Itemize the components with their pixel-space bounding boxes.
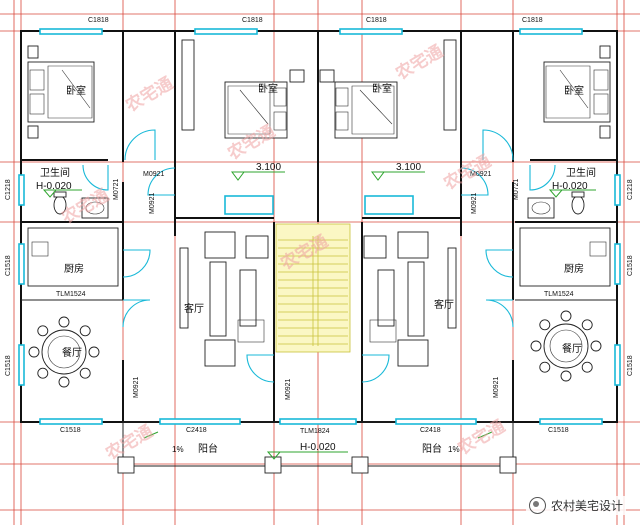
code-window-right-1: C1218 bbox=[627, 179, 634, 200]
code-door-living-right: M0921 bbox=[493, 376, 500, 398]
dining-chair bbox=[539, 361, 551, 373]
code-window-top-1: C1818 bbox=[88, 17, 109, 24]
component-codes: C1818 C1818 C1818 C1818 C1218 C1218 C151… bbox=[5, 17, 634, 435]
code-window-right-2: C1518 bbox=[627, 255, 634, 276]
doors bbox=[82, 129, 556, 383]
elevation-bath-right: H-0.020 bbox=[552, 181, 588, 192]
room-label-kitchen-2: 厨房 bbox=[564, 262, 584, 275]
elevation-labels: 3.100 3.100 H-0.020 H-0.020 H-0.020 1% 1… bbox=[36, 162, 588, 454]
code-door-bed-left: M0921 bbox=[143, 171, 165, 178]
brand-badge: 农村美宅设计 bbox=[525, 496, 626, 515]
code-sliding-door-center: TLM1824 bbox=[300, 428, 330, 435]
room-label-bedroom-1: 卧室 bbox=[66, 84, 86, 97]
code-sliding-door-right: TLM1524 bbox=[544, 291, 574, 298]
slope-label-right: 1% bbox=[448, 445, 460, 454]
dining-chair bbox=[539, 319, 551, 331]
wechat-logo-icon bbox=[528, 497, 546, 514]
elevation-floor-right: 3.100 bbox=[396, 162, 421, 173]
bed-right bbox=[543, 45, 611, 139]
dining-table-right bbox=[530, 310, 602, 382]
bed-left bbox=[27, 45, 95, 139]
room-label-bedroom-4: 卧室 bbox=[564, 84, 584, 97]
watermark-6: 农宅通 bbox=[439, 151, 495, 195]
dining-chair bbox=[590, 340, 602, 352]
room-label-balcony-2: 阳台 bbox=[422, 442, 442, 455]
watermark-1: 农宅通 bbox=[121, 73, 177, 117]
room-label-dining-2: 餐厅 bbox=[562, 342, 582, 355]
code-window-top-4: C1818 bbox=[522, 17, 543, 24]
room-label-living-1: 客厅 bbox=[184, 302, 204, 315]
code-door-vert-1: M0921 bbox=[149, 192, 156, 214]
dining-chair bbox=[560, 310, 572, 322]
dining-chair bbox=[37, 367, 49, 379]
code-door-bath-left: M0721 bbox=[113, 178, 120, 200]
code-window-balcony-2: C2418 bbox=[420, 427, 441, 434]
dining-chair bbox=[560, 370, 572, 382]
furniture bbox=[27, 39, 611, 474]
slope-label-left: 1% bbox=[172, 445, 184, 454]
code-door-stair: M0921 bbox=[285, 378, 292, 400]
code-window-balcony-1: C2418 bbox=[186, 427, 207, 434]
windows bbox=[18, 28, 621, 425]
staircase bbox=[275, 223, 351, 353]
dining-chair bbox=[88, 346, 100, 358]
dining-chair bbox=[58, 376, 70, 388]
dining-chair bbox=[28, 346, 40, 358]
room-label-bathroom-2: 卫生间 bbox=[566, 166, 596, 179]
code-sliding-door-left: TLM1524 bbox=[56, 291, 86, 298]
room-labels: 卧室 卧室 卧室 卧室 卫生间 卫生间 厨房 厨房 客厅 客厅 餐厅 餐厅 阳台… bbox=[40, 82, 596, 455]
code-window-bottom-2: C1518 bbox=[548, 427, 569, 434]
elevation-marks bbox=[42, 171, 596, 460]
code-door-bath-right: M0721 bbox=[513, 178, 520, 200]
elevation-balcony: H-0.020 bbox=[300, 442, 336, 453]
code-window-top-2: C1818 bbox=[242, 17, 263, 24]
dining-chair bbox=[58, 316, 70, 328]
room-label-bedroom-3: 卧室 bbox=[372, 82, 392, 95]
code-window-left-3: C1518 bbox=[5, 355, 12, 376]
code-window-left-2: C1518 bbox=[5, 255, 12, 276]
code-window-top-3: C1818 bbox=[366, 17, 387, 24]
dining-chair bbox=[581, 319, 593, 331]
sofa-set-left bbox=[204, 231, 269, 367]
room-label-dining-1: 餐厅 bbox=[62, 346, 82, 359]
dining-chair bbox=[79, 367, 91, 379]
sofa-set-right bbox=[363, 231, 429, 367]
bed-center-right bbox=[319, 69, 398, 139]
code-door-vert-2: M0921 bbox=[471, 192, 478, 214]
room-label-bedroom-2: 卧室 bbox=[258, 82, 278, 95]
code-window-bottom-1: C1518 bbox=[60, 427, 81, 434]
code-window-right-3: C1518 bbox=[627, 355, 634, 376]
elevation-floor-left: 3.100 bbox=[256, 162, 281, 173]
dining-table-left bbox=[28, 316, 100, 388]
room-label-bathroom-1: 卫生间 bbox=[40, 166, 70, 179]
room-label-kitchen-1: 厨房 bbox=[64, 262, 84, 275]
code-door-living-left: M0921 bbox=[133, 376, 140, 398]
room-label-living-2: 客厅 bbox=[434, 298, 454, 311]
room-label-balcony-1: 阳台 bbox=[198, 442, 218, 455]
watermark-3: 农宅通 bbox=[391, 41, 447, 85]
dining-chair bbox=[37, 325, 49, 337]
dining-chair bbox=[581, 361, 593, 373]
code-window-left-1: C1218 bbox=[5, 179, 12, 200]
code-door-bed-right: M0921 bbox=[470, 171, 492, 178]
dining-chair bbox=[530, 340, 542, 352]
elevation-bath-left: H-0.020 bbox=[36, 181, 72, 192]
dining-chair bbox=[79, 325, 91, 337]
brand-name: 农村美宅设计 bbox=[550, 499, 623, 513]
bed-center-left bbox=[224, 69, 305, 139]
